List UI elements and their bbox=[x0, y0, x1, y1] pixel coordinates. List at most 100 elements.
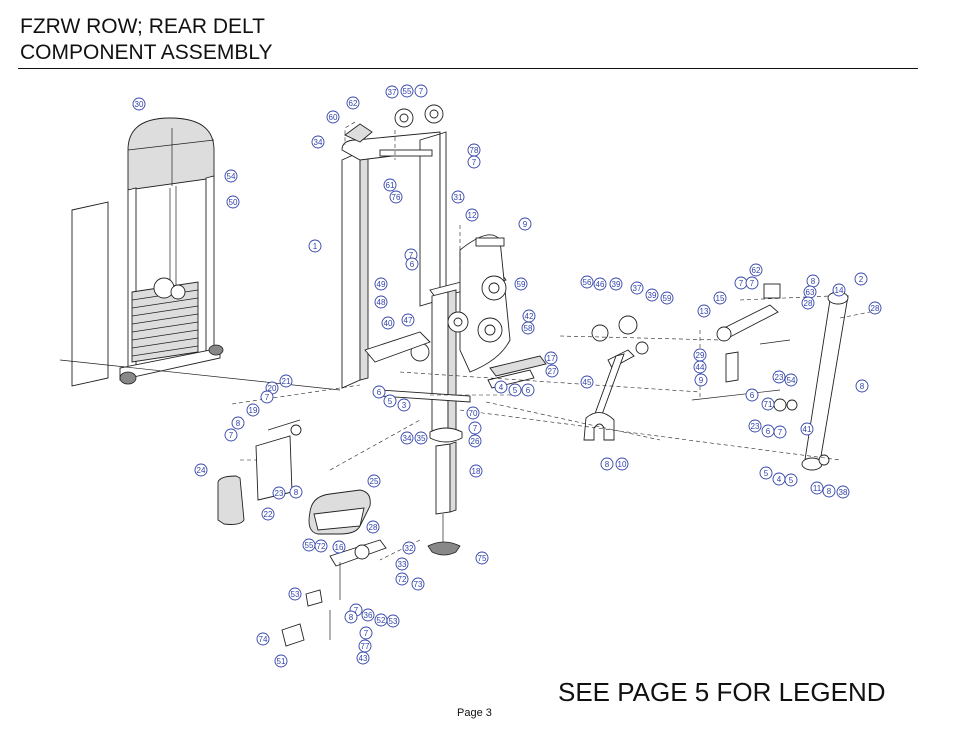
part-callout-label: 34 bbox=[403, 434, 412, 443]
part-callout-label: 28 bbox=[369, 523, 378, 532]
part-callout-label: 49 bbox=[377, 280, 386, 289]
part-callout-label: 38 bbox=[839, 488, 848, 497]
part-callout-label: 1 bbox=[313, 242, 318, 251]
center-carriage bbox=[364, 225, 547, 443]
part-callout-label: 19 bbox=[249, 406, 258, 415]
part-callout-6: 6 bbox=[745, 388, 759, 402]
part-callout-8: 8 bbox=[855, 379, 869, 393]
part-callout-label: 23 bbox=[751, 422, 760, 431]
part-callout-34: 34 bbox=[311, 135, 325, 149]
part-callout-label: 26 bbox=[471, 437, 480, 446]
part-callout-28: 28 bbox=[366, 520, 380, 534]
part-callout-5: 5 bbox=[759, 466, 773, 480]
part-callout-7: 7 bbox=[745, 276, 759, 290]
part-callout-72: 72 bbox=[314, 539, 328, 553]
part-callout-label: 72 bbox=[317, 542, 326, 551]
part-callout-51: 51 bbox=[274, 654, 288, 668]
part-callout-label: 5 bbox=[513, 386, 518, 395]
part-callout-8: 8 bbox=[600, 457, 614, 471]
part-callout-label: 7 bbox=[472, 158, 477, 167]
part-callout-label: 14 bbox=[835, 286, 844, 295]
part-callout-5: 5 bbox=[383, 394, 397, 408]
part-callout-78: 78 bbox=[467, 143, 481, 157]
page-number: Page 3 bbox=[457, 707, 492, 719]
part-callout-7: 7 bbox=[260, 390, 274, 404]
rear-delt-arm-assembly bbox=[691, 283, 881, 471]
part-callout-label: 15 bbox=[716, 294, 725, 303]
part-callout-label: 71 bbox=[764, 400, 773, 409]
part-callout-label: 34 bbox=[314, 138, 323, 147]
part-callout-label: 8 bbox=[236, 419, 241, 428]
part-callout-54: 54 bbox=[784, 373, 798, 387]
part-callout-label: 28 bbox=[804, 299, 813, 308]
part-callout-label: 7 bbox=[739, 279, 744, 288]
weight-stack-tower bbox=[59, 117, 341, 391]
part-callout-11: 11 bbox=[810, 481, 824, 495]
part-callout-55: 55 bbox=[302, 538, 316, 552]
part-callout-56: 56 bbox=[580, 275, 594, 289]
part-callout-6: 6 bbox=[372, 385, 386, 399]
part-callout-label: 60 bbox=[329, 113, 338, 122]
part-callout-47: 47 bbox=[401, 313, 415, 327]
part-callout-label: 74 bbox=[259, 635, 268, 644]
part-callout-48: 48 bbox=[374, 295, 388, 309]
part-callout-label: 23 bbox=[275, 489, 284, 498]
part-callout-17: 17 bbox=[544, 351, 558, 365]
part-callout-39: 39 bbox=[645, 288, 659, 302]
part-callout-label: 62 bbox=[752, 266, 761, 275]
part-callout-label: 11 bbox=[813, 484, 822, 493]
part-callout-7: 7 bbox=[224, 428, 238, 442]
part-callout-label: 75 bbox=[478, 554, 487, 563]
part-callout-74: 74 bbox=[256, 632, 270, 646]
part-callout-53: 53 bbox=[386, 614, 400, 628]
part-callout-70: 70 bbox=[466, 406, 480, 420]
part-callout-6: 6 bbox=[405, 257, 419, 271]
part-callout-5: 5 bbox=[508, 383, 522, 397]
part-callout-44: 44 bbox=[693, 360, 707, 374]
part-callout-61: 61 bbox=[383, 178, 397, 192]
part-callout-label: 63 bbox=[806, 288, 815, 297]
part-callout-label: 53 bbox=[389, 617, 398, 626]
part-callout-19: 19 bbox=[246, 403, 260, 417]
part-callout-43: 43 bbox=[356, 651, 370, 665]
part-callout-label: 78 bbox=[470, 146, 479, 155]
part-callout-label: 28 bbox=[871, 304, 880, 313]
part-callout-42: 42 bbox=[522, 309, 536, 323]
part-callout-58: 58 bbox=[521, 321, 535, 335]
part-callout-34: 34 bbox=[400, 431, 414, 445]
part-callout-label: 36 bbox=[364, 611, 373, 620]
part-callout-label: 42 bbox=[525, 312, 534, 321]
part-callout-label: 4 bbox=[499, 383, 504, 392]
part-callout-label: 55 bbox=[305, 541, 314, 550]
part-callout-label: 7 bbox=[419, 87, 424, 96]
part-callout-22: 22 bbox=[261, 507, 275, 521]
part-callout-label: 50 bbox=[229, 198, 238, 207]
part-callout-label: 5 bbox=[764, 469, 769, 478]
part-callout-45: 45 bbox=[580, 375, 594, 389]
part-callout-label: 77 bbox=[361, 642, 370, 651]
part-callout-55: 55 bbox=[400, 84, 414, 98]
part-callout-label: 8 bbox=[827, 487, 832, 496]
part-callout-52: 52 bbox=[374, 613, 388, 627]
part-callout-label: 25 bbox=[370, 477, 379, 486]
seat-assembly bbox=[281, 419, 421, 647]
part-callout-8: 8 bbox=[822, 484, 836, 498]
part-callout-label: 45 bbox=[583, 378, 592, 387]
part-callout-label: 73 bbox=[414, 580, 423, 589]
part-callout-label: 55 bbox=[403, 87, 412, 96]
part-callout-4: 4 bbox=[494, 380, 508, 394]
part-callout-54: 54 bbox=[224, 169, 238, 183]
part-callout-label: 23 bbox=[775, 373, 784, 382]
part-callout-label: 48 bbox=[377, 298, 386, 307]
part-callout-15: 15 bbox=[713, 291, 727, 305]
part-callout-label: 8 bbox=[605, 460, 610, 469]
part-callout-60: 60 bbox=[326, 110, 340, 124]
part-callout-77: 77 bbox=[358, 639, 372, 653]
assembly-guide-lines bbox=[399, 295, 841, 461]
part-callout-label: 12 bbox=[468, 211, 477, 220]
part-callout-9: 9 bbox=[518, 217, 532, 231]
part-callout-2: 2 bbox=[854, 272, 868, 286]
part-callout-label: 16 bbox=[335, 543, 344, 552]
part-callout-label: 5 bbox=[388, 397, 393, 406]
